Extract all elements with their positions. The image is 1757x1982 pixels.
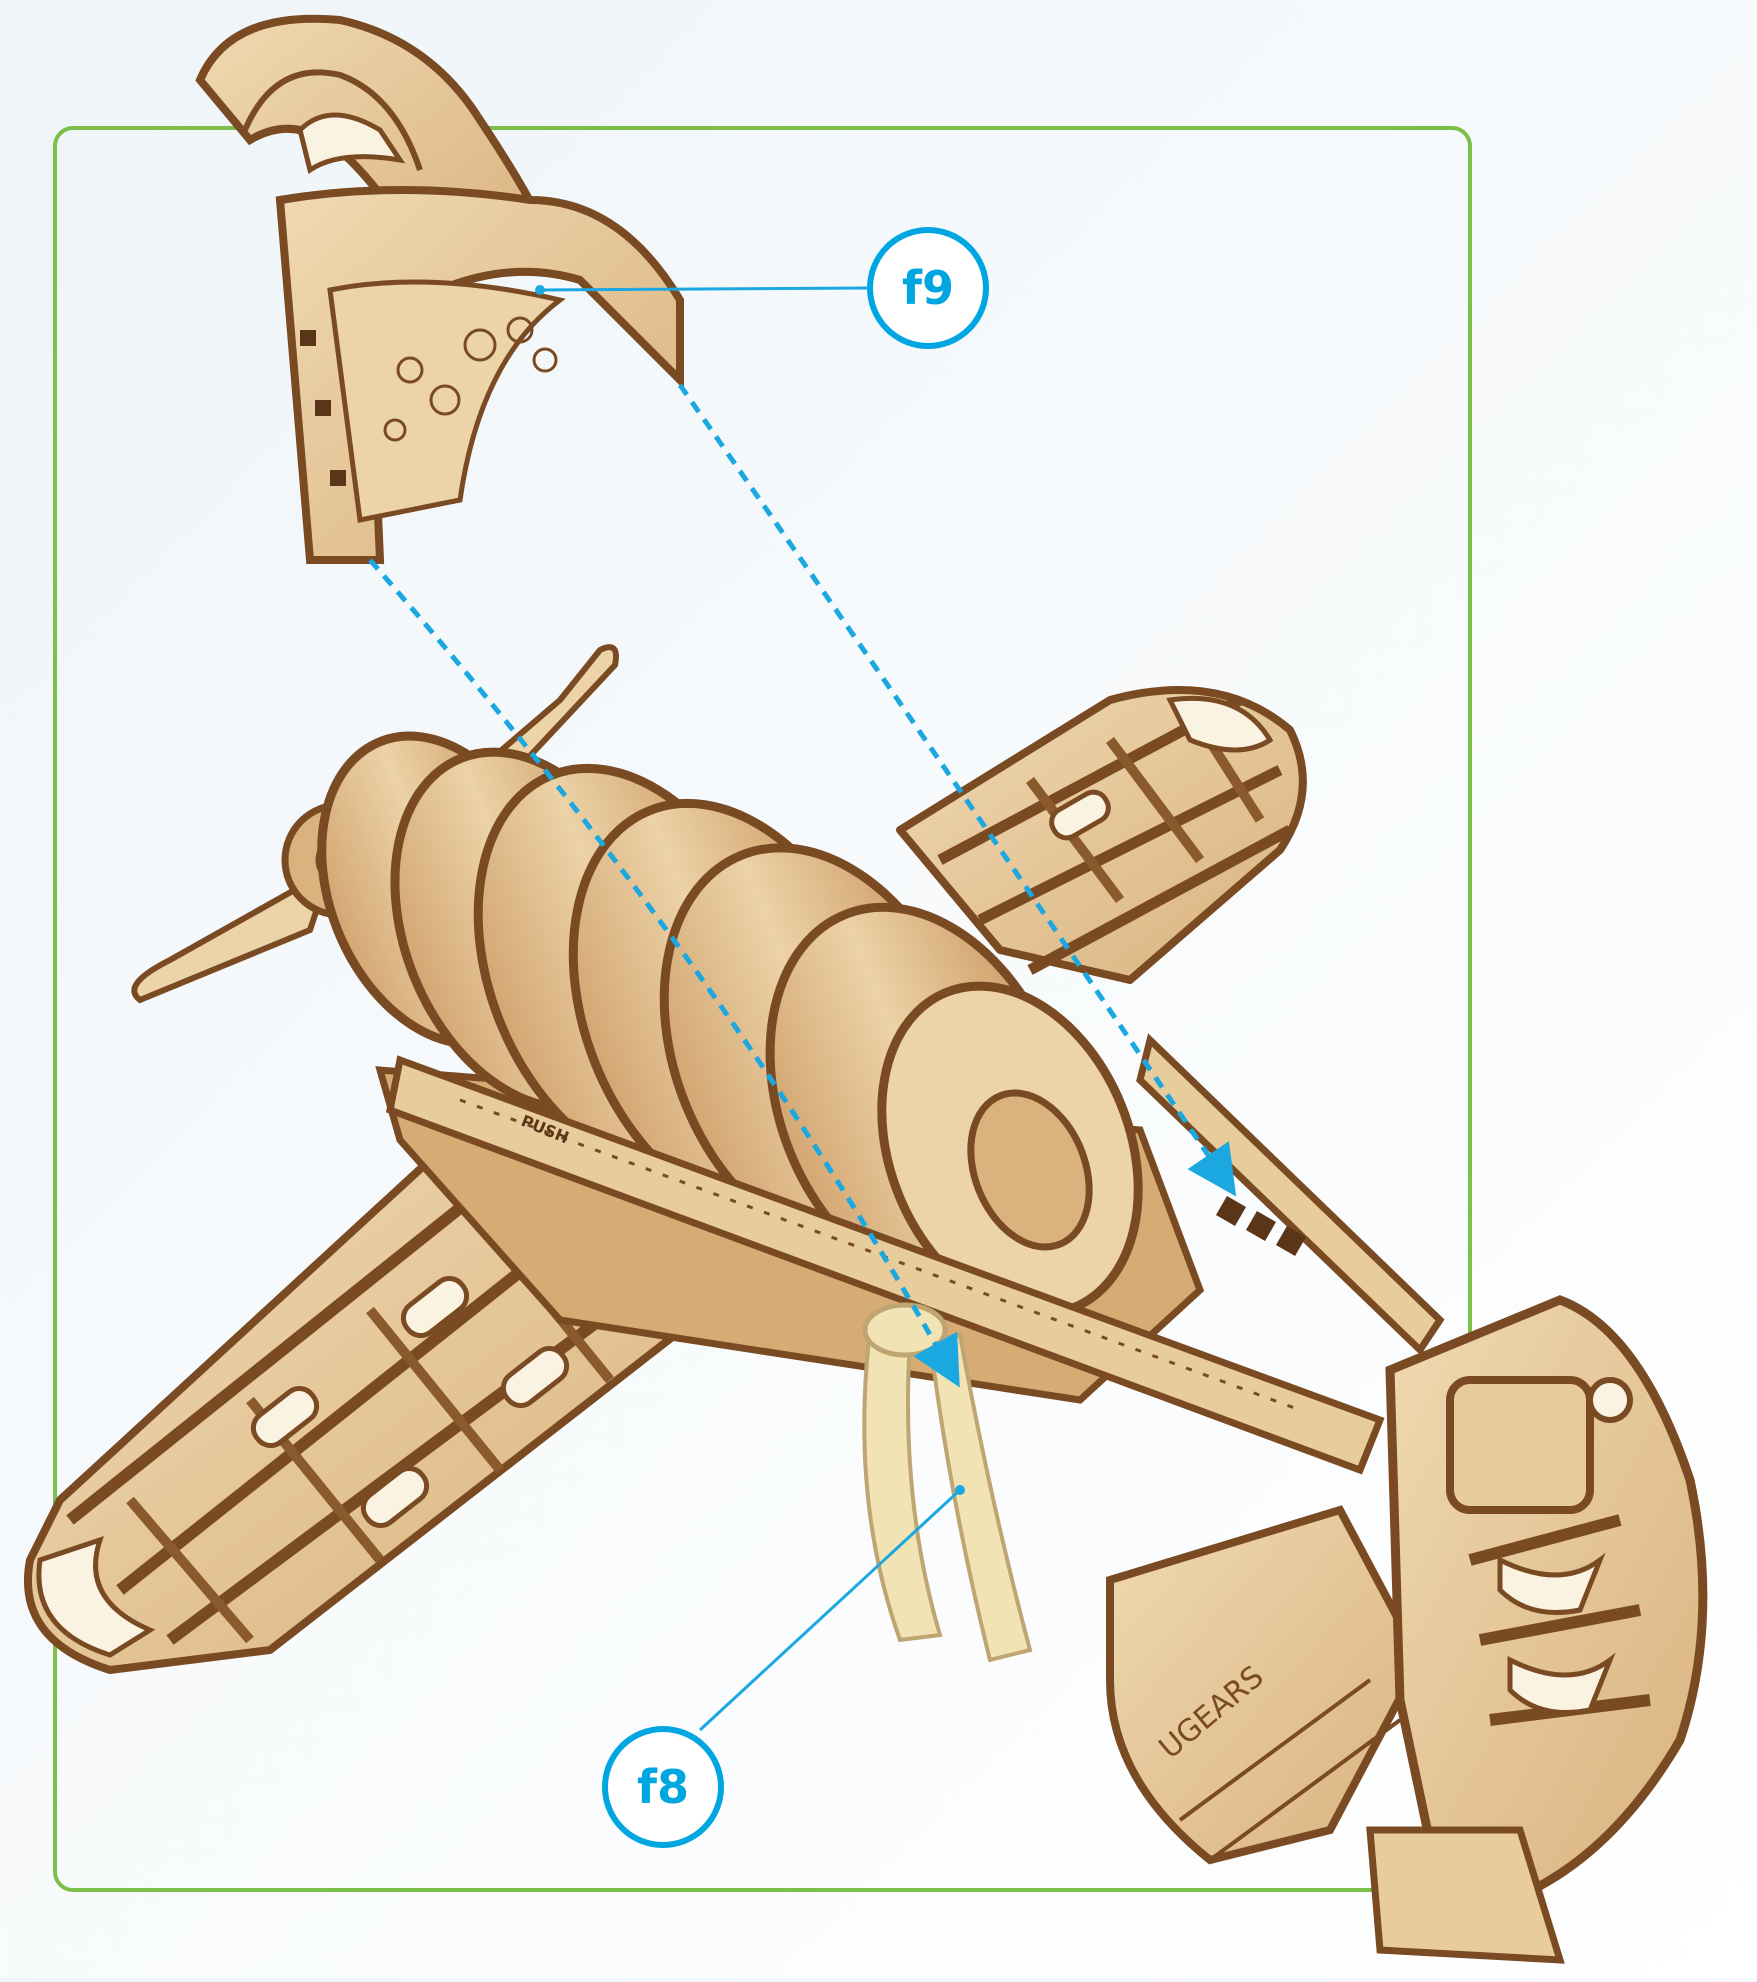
airplane-model: PUSH UGEARS bbox=[28, 647, 1703, 1960]
callout-f9-label: f9 bbox=[902, 261, 954, 315]
callout-f8-label: f8 bbox=[637, 1760, 689, 1814]
tail-fin: UGEARS bbox=[1110, 1510, 1420, 1860]
tail-stabilizer bbox=[1370, 1300, 1703, 1960]
